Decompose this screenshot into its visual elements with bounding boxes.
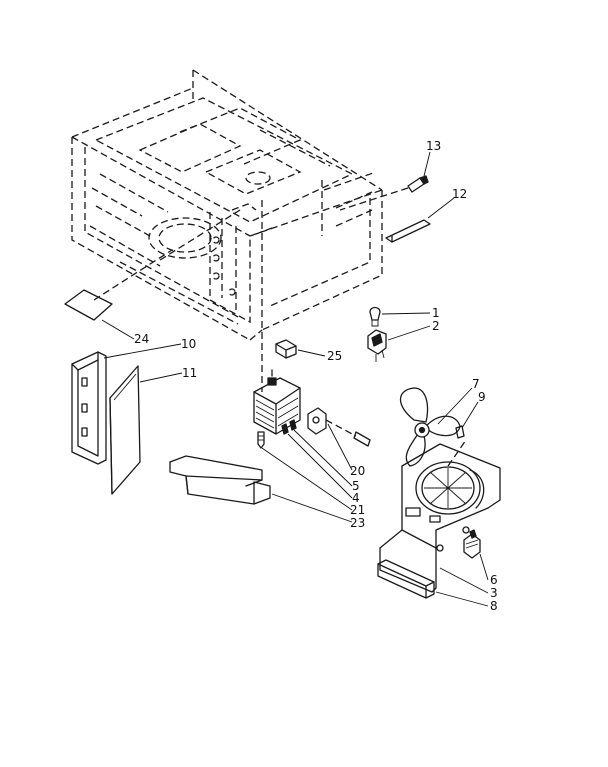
thermal-bracket-part (307, 407, 371, 447)
fan-assembly-part (377, 387, 501, 599)
side-panel-part (109, 365, 141, 495)
label-23: 23 (350, 516, 365, 530)
label-25: 25 (327, 349, 342, 363)
label-20: 20 (350, 464, 365, 478)
label-6: 6 (490, 573, 498, 587)
label-21: 21 (350, 503, 365, 517)
screw-part (339, 175, 429, 211)
small-block-part (275, 339, 297, 359)
label-9: 9 (478, 390, 486, 404)
microwave-cavity (71, 69, 383, 392)
label-24: 24 (134, 332, 149, 346)
magnetron-part (253, 369, 301, 449)
lamp-bulb-part (369, 306, 381, 327)
label-8: 8 (490, 599, 498, 613)
label-11: 11 (182, 366, 197, 380)
label-7: 7 (472, 377, 480, 391)
label-1: 1 (432, 306, 440, 320)
leader-lines (101, 151, 489, 607)
waveguide-cover-part (64, 249, 173, 321)
lamp-socket-part (367, 329, 387, 362)
bracket-frame-part (71, 351, 107, 465)
label-4: 4 (352, 491, 360, 505)
label-10: 10 (181, 337, 196, 351)
label-12: 12 (452, 187, 467, 201)
rod-part (385, 219, 431, 243)
air-duct-part (169, 455, 271, 505)
label-2: 2 (432, 319, 440, 333)
label-13: 13 (426, 139, 441, 153)
label-3: 3 (490, 586, 498, 600)
part-labels: 13 12 1 2 24 10 11 25 7 9 20 5 4 21 23 6… (134, 139, 498, 613)
label-5: 5 (352, 479, 360, 493)
